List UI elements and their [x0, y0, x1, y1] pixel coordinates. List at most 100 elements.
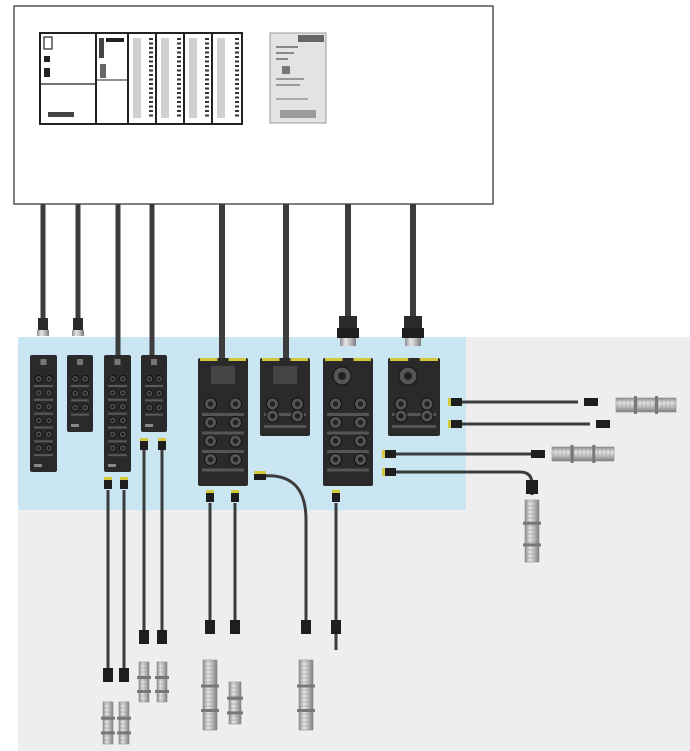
terminal: [177, 74, 181, 76]
terminal: [205, 65, 209, 67]
sensor-nut: [155, 676, 169, 679]
label-strip: [327, 450, 369, 453]
label-strip: [108, 440, 127, 443]
terminal: [149, 101, 153, 103]
sensor-1: [101, 701, 115, 745]
terminal: [205, 92, 209, 94]
terminal: [177, 56, 181, 58]
io-module-7: [323, 358, 373, 486]
terminal: [205, 105, 209, 108]
label-strip: [71, 413, 89, 416]
connector-nut: [104, 477, 112, 480]
port-socket: [83, 377, 87, 381]
label-strip: [327, 468, 369, 472]
label-strip: [108, 398, 127, 401]
sensor-body: [118, 701, 130, 745]
terminal: [205, 74, 209, 76]
port-socket: [357, 456, 364, 463]
port-socket: [47, 405, 51, 409]
sensor-nut: [117, 716, 131, 720]
port-socket: [398, 413, 404, 419]
connector-nut: [231, 490, 239, 493]
connector-nut: [448, 420, 451, 428]
terminal: [149, 69, 153, 72]
label: [108, 464, 116, 467]
io-modules: [30, 355, 440, 486]
status-led: [77, 359, 83, 365]
connector-nut: [37, 330, 49, 336]
terminal: [149, 42, 153, 45]
terminal: [235, 114, 239, 117]
m12-plug: [301, 620, 311, 634]
terminal: [177, 110, 181, 112]
terminal: [177, 105, 181, 108]
label-strip: [145, 385, 163, 387]
terminal: [177, 38, 181, 40]
connector-nut: [340, 338, 356, 346]
sensor-8: [551, 445, 615, 463]
terminal: [149, 65, 153, 67]
port-socket: [404, 372, 412, 380]
connector-nut: [382, 450, 385, 458]
port-socket: [207, 456, 214, 463]
sensor-nut: [137, 676, 151, 679]
terminal: [235, 42, 239, 45]
terminal: [205, 114, 209, 117]
terminal: [235, 65, 239, 67]
port-socket: [111, 391, 115, 395]
port-socket: [147, 391, 151, 395]
terminal: [205, 38, 209, 40]
m12-plug: [140, 438, 148, 450]
control-cabinet: [13, 5, 494, 205]
terminal: [177, 42, 181, 45]
connector-nut: [228, 358, 246, 361]
m12-plug: [158, 438, 166, 450]
terminal: [149, 92, 153, 94]
connector-nut: [325, 358, 343, 361]
label-strip: [34, 398, 53, 401]
port-socket: [37, 432, 41, 436]
port-socket: [111, 405, 115, 409]
terminal: [235, 101, 239, 103]
port-socket: [398, 401, 404, 407]
port-socket: [37, 418, 41, 423]
sensor-body: [298, 659, 314, 731]
terminal: [235, 69, 239, 72]
terminal: [235, 78, 239, 81]
terminal: [235, 105, 239, 108]
m12-connector: [38, 318, 48, 332]
m12-plug: [332, 490, 340, 502]
port-socket: [207, 419, 214, 426]
sensor-3: [137, 661, 151, 703]
m12-connector: [73, 318, 83, 332]
terminal: [235, 96, 239, 99]
io-module-6: [260, 358, 310, 436]
port-socket: [332, 419, 339, 426]
port-socket: [232, 419, 239, 426]
sensor-nut: [297, 709, 315, 712]
connector-nut: [158, 438, 166, 441]
label-strip: [145, 413, 163, 416]
sensor-nut: [570, 445, 574, 463]
connector-nut: [262, 358, 280, 361]
m12-plug: [382, 468, 396, 476]
label-strip: [264, 425, 306, 428]
sensor-nut: [201, 684, 219, 688]
fieldbus-port: [273, 366, 297, 384]
label: [71, 424, 79, 427]
port-socket: [294, 401, 301, 407]
trunk-cables: [37, 204, 424, 358]
sensor-nut: [101, 716, 115, 720]
terminal: [177, 92, 181, 94]
terminal: [205, 56, 209, 58]
terminal: [205, 101, 209, 103]
sensor-body: [138, 661, 150, 703]
port-socket: [47, 377, 51, 381]
label-strip: [34, 412, 53, 415]
label-strip: [34, 426, 53, 429]
terminal: [205, 96, 209, 99]
port-socket: [424, 413, 430, 419]
m12-connector: [404, 316, 422, 328]
